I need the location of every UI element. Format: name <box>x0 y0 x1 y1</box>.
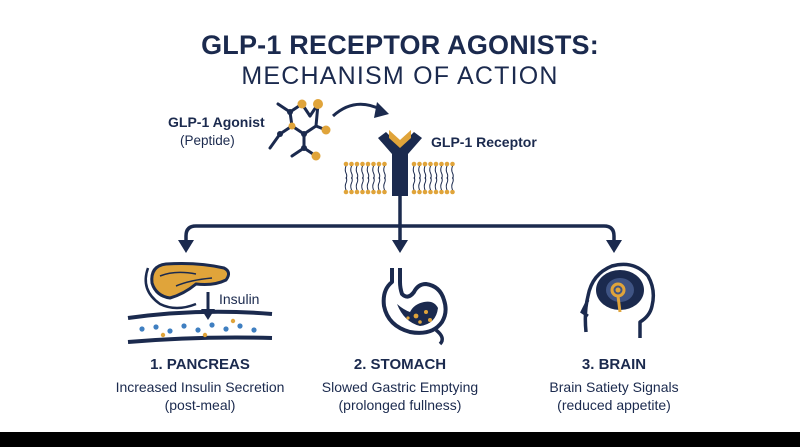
peptide-molecule-icon <box>268 102 328 158</box>
diagram-artwork <box>127 99 656 346</box>
diagram-canvas: GLP-1 RECEPTOR AGONISTS: MECHANISM OF AC… <box>0 0 800 432</box>
cell-membrane <box>343 161 455 195</box>
title-line-1: GLP-1 RECEPTOR AGONISTS: <box>201 30 599 60</box>
brain-heading: 3. BRAIN <box>581 356 647 373</box>
pancreas-heading: 1. PANCREAS <box>150 356 250 373</box>
brain-head-icon <box>580 262 656 338</box>
stomach-line-2: (prolonged fullness) <box>338 397 462 413</box>
insulin-label: Insulin <box>219 291 260 307</box>
bottom-letterbox <box>0 432 800 447</box>
brain-line-2: (reduced appetite) <box>557 397 671 413</box>
pancreas-caption: 1. PANCREAS Increased Insulin Secretion … <box>90 356 310 414</box>
brain-line-1: Brain Satiety Signals <box>549 379 679 395</box>
pancreas-line-2: (post-meal) <box>164 397 236 413</box>
title-line-2: MECHANISM OF ACTION <box>241 62 559 90</box>
pancreas-icon <box>144 262 231 310</box>
agonist-sublabel: (Peptide) <box>180 133 235 148</box>
stomach-caption: 2. STOMACH Slowed Gastric Emptying (prol… <box>290 356 510 414</box>
pancreas-line-1: Increased Insulin Secretion <box>115 379 285 395</box>
binding-arrow-head <box>374 102 389 118</box>
stomach-icon <box>381 268 448 346</box>
peptide-molecule-atoms <box>288 99 331 161</box>
binding-arrow <box>331 102 383 118</box>
stomach-heading: 2. STOMACH <box>353 356 447 373</box>
insulin-arrow <box>201 292 215 320</box>
brain-caption: 3. BRAIN Brain Satiety Signals (reduced … <box>504 356 724 414</box>
blood-vessel-icon <box>127 309 273 344</box>
branch-connectors <box>184 196 616 246</box>
receptor-icon <box>378 130 422 196</box>
stomach-line-1: Slowed Gastric Emptying <box>321 379 479 395</box>
receptor-label: GLP-1 Receptor <box>431 134 537 150</box>
agonist-label: GLP-1 Agonist <box>168 114 265 130</box>
branch-arrowheads <box>178 240 622 253</box>
peptide-molecule-knots <box>277 109 307 151</box>
